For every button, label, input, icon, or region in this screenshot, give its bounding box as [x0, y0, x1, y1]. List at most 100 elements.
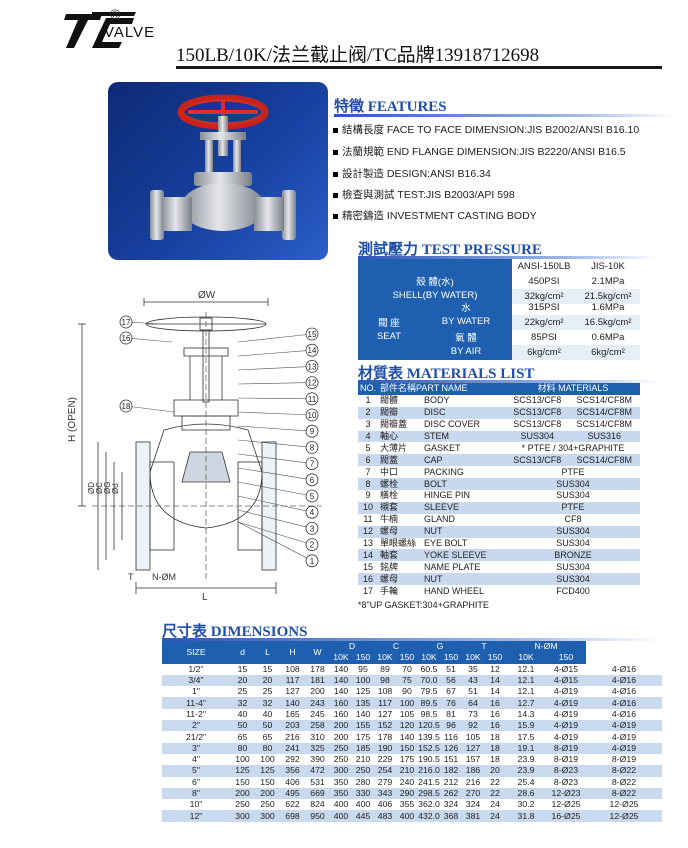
mat-part-en: STEM — [422, 430, 507, 443]
dim-cell: 92 — [462, 720, 484, 732]
mat-col-part: 部件名稱PART NAME — [378, 383, 507, 395]
dim-cell: 117 — [374, 697, 396, 709]
dim-cell: 200 — [255, 787, 280, 800]
callout-bubble — [305, 327, 319, 341]
dim-cell: 20 — [484, 765, 506, 777]
mat-material: PTFE — [561, 466, 585, 477]
dim-cell: 210 — [355, 754, 371, 765]
mat-part-zh: 螺母 — [378, 573, 423, 586]
dim-cell: 432.0 — [418, 810, 440, 822]
dim-cell: 50 — [230, 720, 255, 732]
mat-part-en: EYE BOLT — [424, 538, 468, 549]
materials-rule — [358, 380, 658, 383]
dim-subhead-cell: 150 — [396, 652, 418, 664]
dim-cell: 14.3 — [517, 708, 535, 719]
mat-material: SUS304 — [556, 490, 590, 501]
dim-cell: 4-Ø16 — [611, 708, 637, 719]
materials-note: *8"UP GASKET:304+GRAPHITE — [358, 600, 489, 610]
dim-cell: 254 — [374, 765, 396, 777]
mat-material: SUS304 — [506, 478, 640, 491]
dim-cell: 216 — [465, 776, 481, 787]
mat-no: 5 — [365, 442, 371, 453]
dim-subhead-cell: 150 — [440, 652, 462, 664]
dim-cell: 15.9 — [506, 720, 546, 732]
tp-header-blank — [358, 259, 512, 274]
dim-label-h: H (OPEN) — [67, 397, 78, 442]
dim-cell: 8-Ø19 — [553, 754, 579, 765]
feature-item: 結構長度 FACE TO FACE DIMENSION:JIS B2002/AN… — [333, 122, 683, 137]
dim-cell: 126 — [440, 742, 462, 754]
callout-label: 6 — [310, 476, 315, 485]
callout-label: 1 — [310, 557, 315, 566]
callout-label: 10 — [308, 411, 317, 420]
dim-cell: 100 — [235, 754, 250, 765]
tp-cell: 450PSI — [528, 276, 560, 287]
dim-cell: 400 — [355, 799, 371, 810]
dim-cell: 150 — [260, 776, 275, 787]
mat-part-en: CAP — [422, 454, 507, 467]
dim-cell: 203 — [280, 720, 305, 732]
dim-cell: 73 — [468, 708, 478, 719]
dim-cell: 89 — [380, 663, 390, 674]
features-rule — [334, 114, 674, 117]
dim-cell: 140 — [333, 686, 349, 697]
dim-head-t: T — [462, 641, 506, 653]
dim-cell: 483 — [374, 810, 396, 822]
features-title: 特徵 FEATURES — [334, 99, 447, 115]
mat-no: 10 — [358, 501, 379, 514]
dim-cell: 127 — [377, 708, 393, 719]
callout-bubble — [119, 315, 133, 329]
tp-cell: 22kg/cm² — [512, 315, 576, 330]
dim-cell: 229 — [377, 754, 393, 765]
dim-cell: 300 — [230, 810, 255, 822]
dim-cell: 152.5 — [418, 742, 440, 754]
callout-bubble — [305, 554, 319, 568]
mat-no: 13 — [363, 538, 374, 549]
dim-cell: 100 — [352, 674, 374, 687]
dim-cell: 105 — [399, 708, 415, 719]
mat-material-2: SCS14/CF8M — [568, 406, 640, 419]
tp-cell: 0.6MPa — [591, 332, 625, 343]
dim-cell: 698 — [280, 810, 305, 822]
mat-material-2: SCS14/CF8M — [576, 395, 633, 406]
dim-cell: 43 — [462, 674, 484, 687]
mat-material: SUS304 — [556, 561, 590, 572]
mat-no: 16 — [358, 573, 379, 586]
mat-part-zh: 閥瓣蓋 — [380, 419, 408, 430]
dim-cell: 96 — [440, 720, 462, 732]
mat-part-zh: 閥蓋 — [378, 454, 423, 467]
mat-material-1: SCS13/CF8 — [513, 395, 562, 406]
mat-material: PTFE — [506, 501, 640, 514]
callout-label: 9 — [310, 427, 315, 436]
dim-cell: 216.0 — [418, 765, 440, 777]
dim-head-dd: D — [330, 641, 374, 653]
dim-cell: 24 — [484, 810, 506, 822]
dim-head-d: d — [230, 641, 255, 664]
materials-title: 材質表 MATERIALS LIST — [358, 366, 535, 382]
dim-cell: 495 — [280, 787, 305, 800]
dim-cell: 67 — [446, 686, 456, 697]
dim-cell: 23.9 — [506, 765, 546, 777]
dim-cell: 105 — [465, 731, 481, 742]
callout-label: 13 — [308, 362, 317, 371]
callout-bubble — [305, 489, 319, 503]
mat-part-zh: 橫栓 — [380, 490, 399, 501]
dim-cell: 186 — [462, 765, 484, 777]
dim-cell: 240 — [399, 776, 415, 787]
dim-cell: 8-Ø22 — [611, 776, 637, 787]
dim-cell: 70.0 — [418, 674, 440, 687]
mat-material: * PTFE / 304+GRAPHITE — [521, 442, 625, 453]
dim-label-w: ØW — [198, 290, 216, 301]
tp-cell: 21.5kg/cm² — [576, 289, 640, 304]
dim-cell: 150 — [235, 776, 250, 787]
dim-cell: 245 — [310, 708, 325, 719]
tp-cell: 2.1MPa — [591, 276, 625, 287]
dim-cell: 18 — [490, 731, 500, 742]
